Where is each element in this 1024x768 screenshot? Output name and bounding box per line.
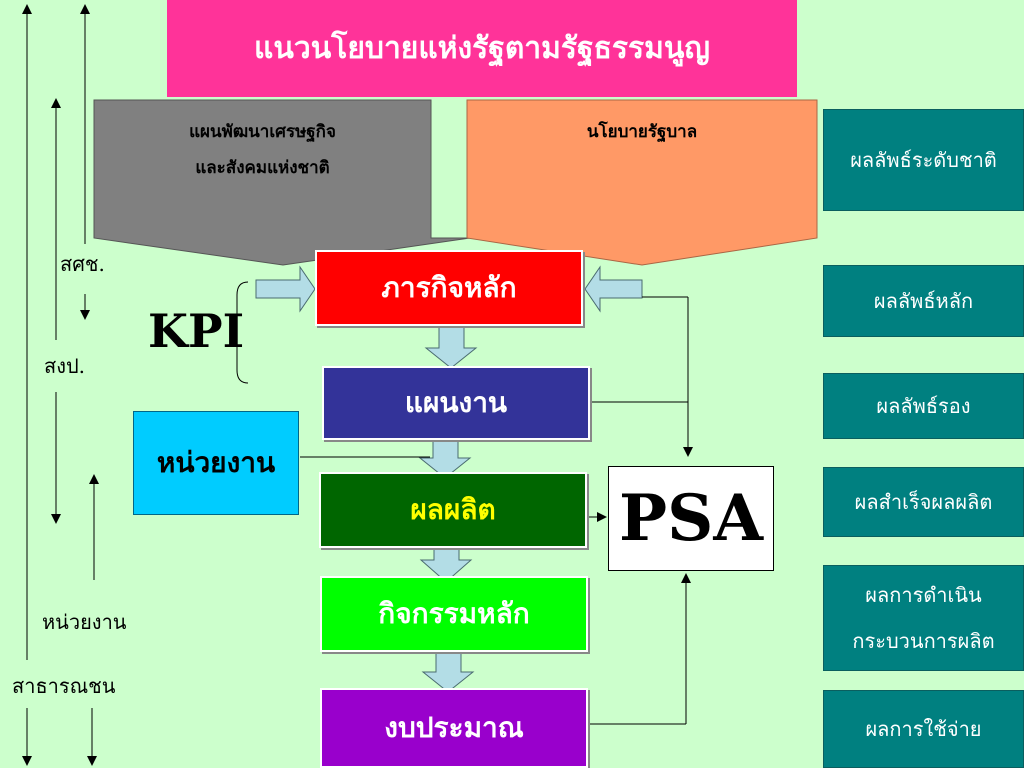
arrow-kpi-to-mission: [255, 265, 316, 313]
agency-box: หน่วยงาน: [133, 411, 299, 515]
result-process-line1: ผลการดำเนิน: [865, 583, 982, 607]
side-label-nesdb: สศช.: [60, 252, 105, 276]
kpi-label: KPI: [148, 304, 245, 358]
arrow-mission-to-plan: [424, 325, 478, 369]
budget-box: งบประมาณ: [320, 688, 588, 768]
kpi-bracket: [236, 281, 249, 384]
result-secondary: ผลลัพธ์รอง: [823, 373, 1024, 439]
plan-box: แผนงาน: [322, 366, 590, 440]
gov-policy-shape: [466, 99, 818, 266]
arrow-policy-to-mission: [584, 265, 643, 313]
result-national: ผลลัพธ์ระดับชาติ: [823, 109, 1024, 211]
result-process-line2: กระบวนการผลิต: [852, 629, 995, 653]
mission-box: ภารกิจหลัก: [315, 250, 583, 326]
result-process: ผลการดำเนิน กระบวนการผลิต: [823, 565, 1024, 671]
side-label-public: สาธารณชน: [12, 674, 116, 698]
result-main: ผลลัพธ์หลัก: [823, 265, 1024, 337]
output-box: ผลผลิต: [319, 472, 587, 548]
gov-policy-label: นโยบายรัฐบาล: [586, 122, 698, 142]
side-label-budget-bureau: สงป.: [44, 354, 86, 378]
arrow-activity-to-budget: [421, 651, 475, 693]
diagram-title: แนวนโยบายแห่งรัฐตามรัฐธรรมนูญ: [167, 0, 797, 97]
arrow-output-to-activity: [419, 546, 473, 583]
result-output-success: ผลสำเร็จผลผลิต: [823, 467, 1024, 537]
activity-box: กิจกรรมหลัก: [320, 576, 588, 652]
economic-plan-line1: แผนพัฒนาเศรษฐกิจ: [189, 122, 336, 142]
result-spending: ผลการใช้จ่าย: [823, 690, 1024, 768]
economic-plan-line2: และสังคมแห่งชาติ: [195, 158, 330, 178]
economic-plan-label: แผนพัฒนาเศรษฐกิจ และสังคมแห่งชาติ: [94, 104, 431, 196]
psa-box: PSA: [608, 466, 774, 571]
side-label-agency: หน่วยงาน: [42, 610, 127, 634]
